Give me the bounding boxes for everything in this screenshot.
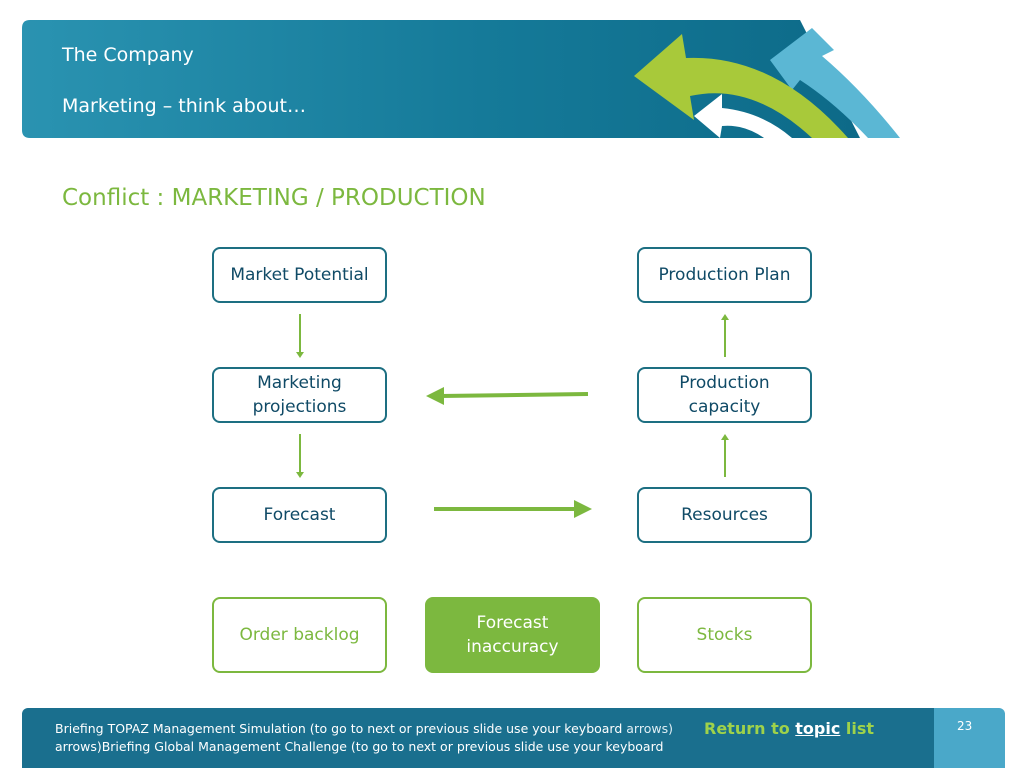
arrowhead-down-1-icon xyxy=(296,352,304,358)
header-background xyxy=(22,20,900,138)
arrowhead-down-2-icon xyxy=(296,472,304,478)
arrowhead-up-1-icon xyxy=(721,314,729,320)
footer-caption-arrows: arrows) xyxy=(622,721,673,736)
green-swoosh-arrow-icon xyxy=(634,34,848,138)
box-order-backlog: Order backlog xyxy=(212,597,387,673)
return-to-topic-link[interactable]: Return to topic list xyxy=(704,719,874,738)
footer-caption-line2: arrows)Briefing Global Management Challe… xyxy=(55,739,664,754)
footer-bar: Briefing TOPAZ Management Simulation (to… xyxy=(22,708,1005,768)
topic-link[interactable]: topic xyxy=(795,719,841,738)
arrow-capacity-to-projections xyxy=(439,392,589,398)
footer-caption: Briefing TOPAZ Management Simulation (to… xyxy=(55,720,675,756)
footer-background xyxy=(22,708,934,768)
box-production-capacity: Production capacity xyxy=(637,367,812,423)
section-title: Conflict : MARKETING / PRODUCTION xyxy=(62,185,486,211)
box-resources: Resources xyxy=(637,487,812,543)
page-number: 23 xyxy=(957,719,973,733)
return-prefix: Return to xyxy=(704,719,796,738)
arrowhead-right-icon xyxy=(574,500,592,518)
box-production-plan: Production Plan xyxy=(637,247,812,303)
footer-page-tab xyxy=(934,708,1005,768)
header-title: The Company xyxy=(62,44,194,66)
blue-swoosh-arrow-icon xyxy=(770,28,900,138)
arrowhead-left-icon xyxy=(426,387,444,405)
box-stocks: Stocks xyxy=(637,597,812,673)
header-banner: The Company Marketing – think about… xyxy=(22,20,902,138)
box-marketing-projections: Marketing projections xyxy=(212,367,387,423)
return-suffix: list xyxy=(840,719,875,738)
box-market-potential: Market Potential xyxy=(212,247,387,303)
box-forecast-inaccuracy: Forecast inaccuracy xyxy=(425,597,600,673)
white-swoosh-arrow-icon xyxy=(694,94,792,138)
box-forecast: Forecast xyxy=(212,487,387,543)
arrowhead-up-2-icon xyxy=(721,434,729,440)
header-subtitle: Marketing – think about… xyxy=(62,95,306,117)
footer-caption-main: Briefing TOPAZ Management Simulation (to… xyxy=(55,721,623,736)
